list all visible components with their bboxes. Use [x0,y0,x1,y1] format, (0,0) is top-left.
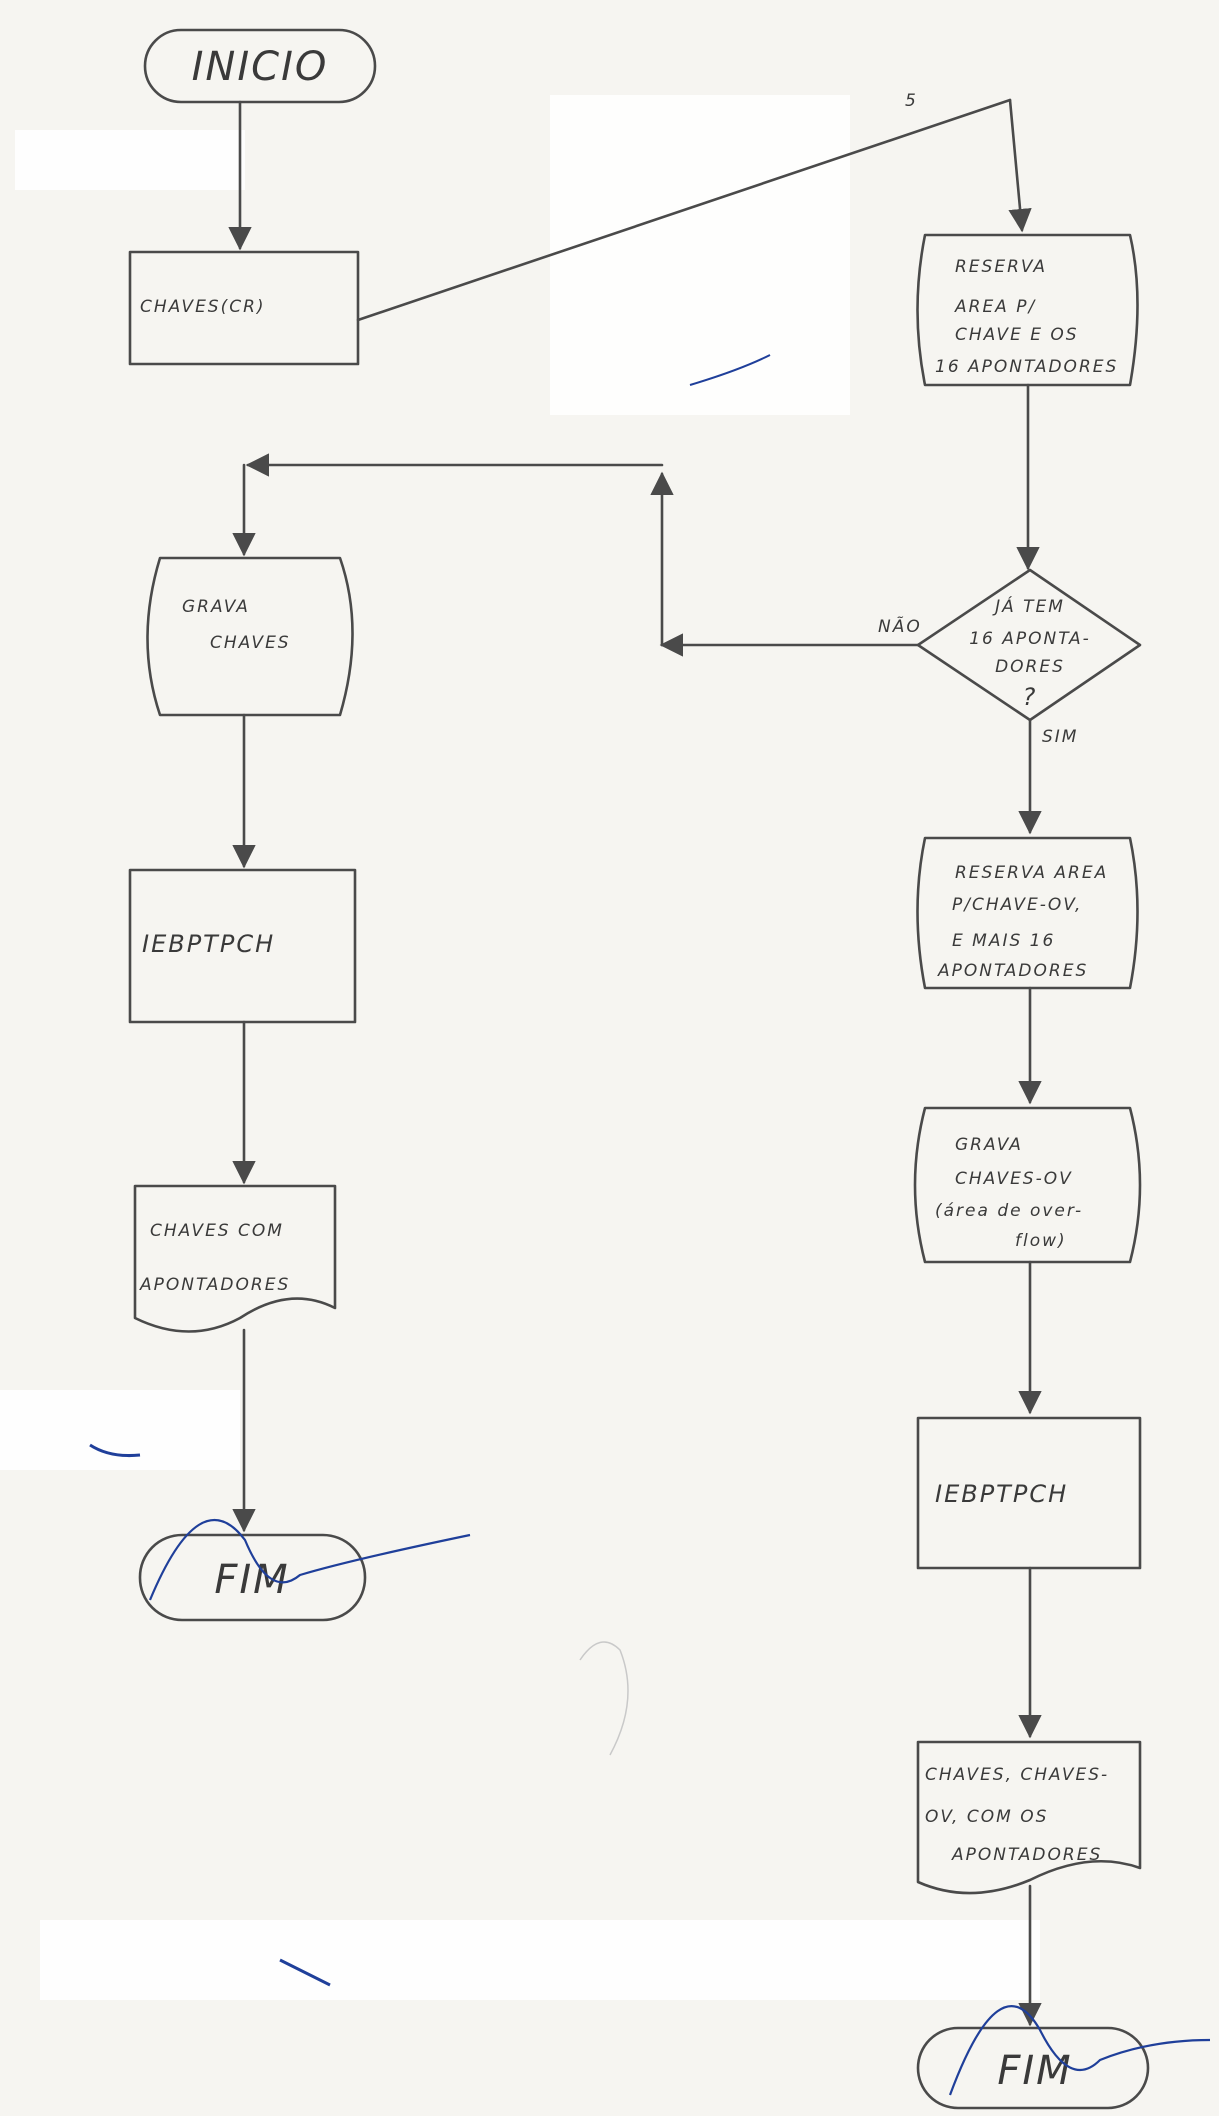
start-terminal [143,28,377,104]
reserva1-line2: AREA P/ [954,297,1036,317]
out-right-line2: OV, COM OS [925,1807,1048,1827]
grava-ov-line4: flow) [1015,1231,1067,1251]
signature-left [148,1519,471,1601]
iebptpch-left-box [128,868,357,1024]
stray-mark-4 [689,354,771,386]
chaves-cr-box [128,250,360,366]
grava-ov-line3: (área de over- [935,1201,1083,1221]
iebptpch-left-label: IEBPTPCH [142,930,275,958]
end-left-terminal [138,1533,367,1622]
reserva1-line3: CHAVE E OS [955,325,1079,345]
reserva2-line4: APONTADORES [937,961,1088,981]
end-left-label: FIM [214,1557,289,1603]
signature-right [948,2005,1211,2096]
tape-patch-bottom [40,1920,1040,2000]
end-right-label: FIM [997,2048,1072,2094]
decision-line4: ? [1023,683,1038,711]
stray-mark-1 [89,1443,141,1457]
chaves-cr-label: CHAVES(CR) [140,297,266,317]
out-left-line1: CHAVES COM [150,1221,284,1241]
grava-ov-shape [913,1106,1142,1264]
reserva1-line4: 16 APONTADORES [935,357,1118,377]
start-label: INICIO [192,44,329,90]
stray-mark-3 [579,1641,629,1756]
label-sim: SIM [1042,727,1078,747]
reserva2-line1: RESERVA AREA [955,863,1108,883]
decision-line2: 16 APONTA- [969,629,1091,649]
reserva2-line3: E MAIS 16 [952,931,1055,951]
stray-mark-2 [279,1958,331,1987]
grava-chaves-line2: CHAVES [210,633,291,653]
reserva1-line1: RESERVA [955,257,1047,277]
grava-ov-line1: GRAVA [955,1135,1023,1155]
out-right-line1: CHAVES, CHAVES- [925,1765,1109,1785]
decision-line3: DORES [995,657,1065,677]
decision-line1: JÁ TEM [992,595,1065,617]
grava-chaves-shape [146,556,354,717]
out-left-document [133,1184,337,1333]
tape-patch-top-left [15,130,245,190]
grava-chaves-line1: GRAVA [182,597,250,617]
end-right-terminal [916,2026,1150,2110]
reserva2-line2: P/CHAVE-OV, [952,895,1082,915]
grava-ov-line2: CHAVES-OV [955,1169,1073,1189]
label-nao: NÃO [878,615,922,637]
out-left-line2: APONTADORES [139,1275,290,1295]
reserva2-document [916,836,1139,990]
small-mark: 5 [905,91,918,111]
out-right-line3: APONTADORES [951,1845,1102,1865]
iebptpch-right-label: IEBPTPCH [935,1480,1068,1508]
out-right-document [916,1740,1142,1895]
reserva1-document [916,233,1139,387]
tape-patch-left-mid [0,1390,240,1470]
tape-patch-top-mid [550,95,850,415]
